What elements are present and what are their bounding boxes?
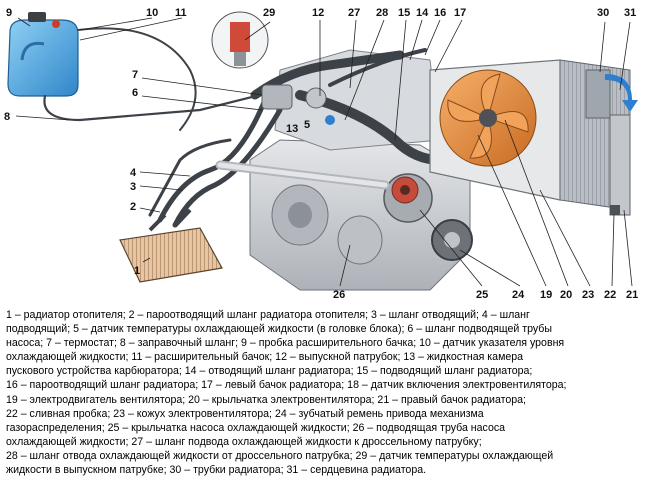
callout-12: 12 — [312, 7, 324, 19]
callout-3: 3 — [130, 181, 136, 193]
caption-line: пускового устройства карбюратора; 14 – о… — [6, 365, 533, 378]
callout-26: 26 — [333, 289, 345, 300]
sensor-inset — [211, 11, 269, 69]
timing-belt-pulley — [431, 219, 473, 261]
callout-9: 9 — [6, 7, 12, 19]
heater-radiator — [119, 208, 223, 283]
callout-30: 30 — [597, 7, 609, 19]
callout-14: 14 — [416, 7, 429, 19]
figure-caption: 1 – радиатор отопителя; 2 – пароотводящи… — [6, 308, 644, 477]
callout-31: 31 — [624, 7, 636, 19]
callout-4: 4 — [130, 167, 137, 179]
caption-line: подводящий; 5 – датчик температуры охлаж… — [6, 323, 552, 336]
callout-5: 5 — [304, 119, 310, 131]
callout-10: 10 — [146, 7, 158, 19]
caption-line: 28 – шланг отвода охлаждающей жидкости о… — [6, 449, 554, 462]
callout-19: 19 — [540, 289, 552, 300]
caption-line: 19 – электродвигатель вентилятора; 20 – … — [6, 393, 526, 406]
callout-23: 23 — [582, 289, 594, 300]
callout-16: 16 — [434, 7, 446, 19]
level-sensor — [52, 20, 60, 28]
callout-13: 13 — [286, 123, 298, 135]
drain-plug — [610, 205, 620, 215]
callout-15: 15 — [398, 7, 410, 19]
cooling-system-diagram: 9 10 11 29 12 27 28 15 14 16 17 30 31 7 … — [4, 7, 638, 300]
callout-6: 6 — [132, 87, 138, 99]
callout-21: 21 — [626, 289, 638, 300]
caption-line: охлаждающей жидкости; 11 – расширительны… — [6, 351, 524, 364]
callout-24: 24 — [512, 289, 525, 300]
callout-1: 1 — [134, 265, 140, 277]
expansion-tank — [7, 12, 79, 97]
caption-line: 1 – радиатор отопителя; 2 – пароотводящи… — [6, 309, 530, 321]
expansion-tank-cap — [28, 12, 46, 22]
callout-22: 22 — [604, 289, 616, 300]
callout-29: 29 — [263, 7, 275, 19]
caption-line: 22 – сливная пробка; 23 – кожух электров… — [6, 407, 484, 420]
leader-lines — [15, 17, 633, 287]
assembly-arrow — [605, 74, 638, 112]
radiator-assembly — [429, 59, 631, 216]
right-tank — [609, 114, 631, 216]
callout-2: 2 — [130, 201, 136, 213]
fan-motor — [479, 109, 497, 127]
callout-7: 7 — [132, 69, 138, 81]
thermostat-housing — [261, 84, 335, 125]
caption-line: насоса; 7 – термостат; 8 – заправочный ш… — [6, 337, 565, 350]
water-pump — [383, 173, 433, 223]
callout-11: 11 — [175, 7, 187, 19]
callout-20: 20 — [560, 289, 572, 300]
callout-28: 28 — [376, 7, 388, 19]
callout-numbers: 9 10 11 29 12 27 28 15 14 16 17 30 31 7 … — [4, 7, 638, 300]
callout-17: 17 — [454, 7, 466, 19]
caption-line: жидкости в выпускном патрубке; 30 – труб… — [6, 464, 427, 477]
callout-27: 27 — [348, 7, 360, 19]
caption-line: охлаждающей жидкости; 27 – шланг подвода… — [6, 435, 482, 448]
caption-line: газораспределения; 25 – крыльчатка насос… — [6, 421, 506, 434]
caption-line: 16 – пароотводящий шланг радиатора; 17 –… — [6, 379, 567, 392]
callout-8: 8 — [4, 111, 10, 123]
callout-25: 25 — [476, 289, 488, 300]
